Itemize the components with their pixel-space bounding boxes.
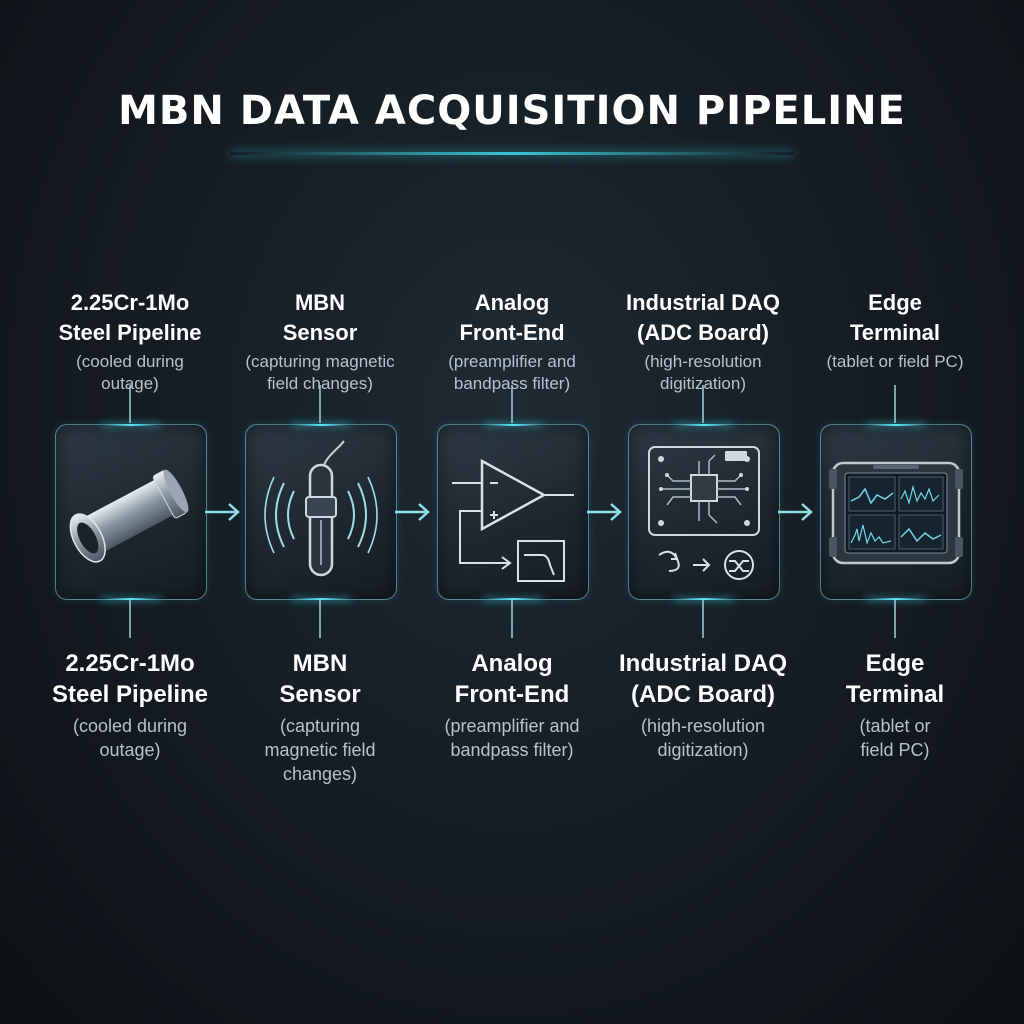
- flow-arrow-icon: [778, 503, 813, 521]
- sensor-probe-icon: [264, 440, 378, 577]
- stage-title: Industrial DAQ(ADC Board): [625, 290, 780, 345]
- stage-subtitle: (tablet or field PC): [826, 352, 964, 371]
- flow-arrow-icon: [587, 503, 622, 521]
- connector-line: [129, 600, 131, 638]
- connector-line: [511, 385, 513, 423]
- glow-accent: [674, 598, 734, 600]
- tablet-icon: [829, 461, 963, 565]
- connector-line: [511, 600, 513, 638]
- stage-box: [245, 424, 397, 600]
- stage-box: [437, 424, 589, 600]
- title-underline: [230, 152, 794, 155]
- stage-box: [628, 424, 780, 600]
- glow-accent: [866, 598, 926, 600]
- adc-board-icon: [648, 446, 760, 580]
- stage-title: Industrial DAQ(ADC Board): [618, 650, 787, 708]
- stage-box: [55, 424, 207, 600]
- glow-accent: [866, 424, 926, 426]
- diagram-title: MBN DATA ACQUISITION PIPELINE: [118, 88, 906, 134]
- connector-line: [894, 600, 896, 638]
- glow-accent: [483, 424, 543, 426]
- flow-arrow-icon: [395, 503, 430, 521]
- glow-accent: [101, 424, 161, 426]
- stage-label-top: Industrial DAQ(ADC Board) (high-resoluti…: [608, 288, 798, 395]
- glow-accent: [101, 598, 161, 600]
- connector-line: [319, 385, 321, 423]
- connector-line: [319, 600, 321, 638]
- connector-line: [894, 385, 896, 423]
- flow-arrow-icon: [205, 503, 240, 521]
- pipe-icon: [69, 469, 189, 563]
- connector-line: [702, 385, 704, 423]
- glow-accent: [483, 598, 543, 600]
- amplifier-filter-icon: [452, 458, 574, 582]
- stage-label-bottom: Industrial DAQ(ADC Board) (high-resoluti…: [608, 648, 798, 762]
- stage-box: [820, 424, 972, 600]
- glow-accent: [291, 424, 351, 426]
- stage-daq: Industrial DAQ(ADC Board) (high-resoluti…: [608, 0, 798, 1024]
- connector-line: [702, 600, 704, 638]
- connector-line: [129, 385, 131, 423]
- glow-accent: [674, 424, 734, 426]
- glow-accent: [291, 598, 351, 600]
